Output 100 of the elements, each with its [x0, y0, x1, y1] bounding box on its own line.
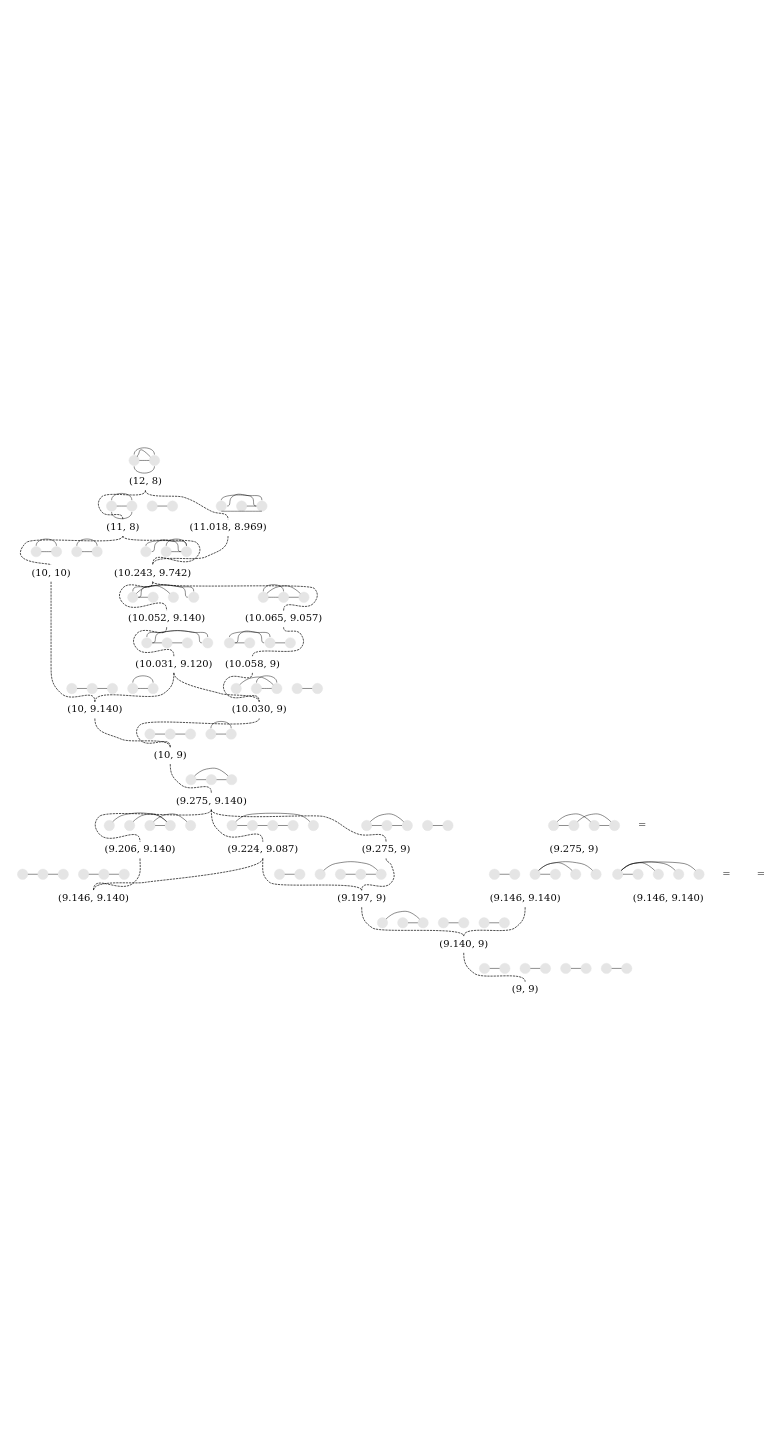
connector — [538, 861, 593, 871]
connector — [111, 511, 133, 519]
node-circle — [247, 820, 258, 831]
node-circle — [147, 591, 159, 603]
node-circle — [57, 868, 69, 880]
connector — [165, 538, 187, 546]
connector — [132, 584, 194, 592]
node-circle — [205, 774, 217, 786]
connector — [621, 861, 676, 871]
node-circle — [287, 820, 299, 831]
connector — [226, 493, 257, 507]
node-circle — [144, 728, 156, 740]
connector — [463, 906, 526, 937]
node-circle — [126, 500, 138, 512]
connector — [76, 538, 98, 546]
node-circle — [215, 500, 227, 512]
node-circle — [185, 820, 196, 831]
node-circle — [226, 774, 238, 786]
connector — [145, 490, 229, 520]
node-text: (11.018, 8.969) — [189, 521, 267, 533]
node-circle — [140, 546, 152, 558]
node-text: (9.197, 9) — [337, 892, 387, 904]
node-circle — [106, 500, 117, 512]
node-text: (10.052, 9.140) — [128, 612, 206, 624]
connector — [146, 630, 208, 638]
connector — [361, 858, 395, 891]
node-text: (9.224, 9.087) — [227, 843, 299, 855]
node-text: (9.146, 9.140) — [58, 892, 129, 904]
node-circle — [37, 868, 49, 880]
node-circle — [51, 546, 62, 558]
node-text: (10.031, 9.120) — [135, 657, 213, 669]
node-circle — [568, 820, 580, 831]
connector — [138, 584, 189, 598]
node-circle — [458, 917, 470, 929]
node-circle — [588, 820, 600, 831]
connector — [621, 861, 696, 871]
connector — [93, 858, 264, 891]
connector — [223, 672, 260, 703]
node-circle — [529, 868, 541, 880]
connector — [266, 585, 301, 594]
node-circle — [226, 820, 238, 831]
node-circle — [164, 728, 176, 740]
node-circle — [230, 683, 242, 694]
connector — [50, 581, 96, 703]
node-text: (10.058, 9) — [224, 657, 280, 669]
connector — [263, 584, 284, 592]
connector — [98, 490, 146, 520]
node-text: (11, 8) — [106, 521, 140, 533]
node-text: (9.140, 9) — [439, 937, 489, 949]
node-circle — [375, 868, 387, 880]
node-circle — [401, 820, 413, 831]
node-circle — [489, 868, 500, 880]
node-circle — [335, 868, 346, 880]
node-circle — [118, 868, 130, 880]
node-circle — [164, 820, 176, 831]
connector — [151, 539, 181, 552]
node-circle — [550, 868, 561, 880]
node-text: (9.146, 9.140) — [489, 892, 561, 904]
node-circle — [182, 637, 193, 649]
node-circle — [693, 868, 705, 880]
connector — [210, 721, 232, 729]
node-circle — [86, 683, 98, 694]
node-circle — [98, 868, 110, 880]
connector — [153, 813, 188, 822]
node-circle — [381, 820, 393, 831]
connector — [173, 672, 260, 703]
node-circle — [141, 637, 153, 649]
node-circle — [71, 546, 83, 558]
connector — [93, 858, 141, 891]
node-circle — [271, 683, 283, 694]
connector — [235, 813, 311, 822]
connector — [136, 585, 171, 594]
node-circle — [312, 683, 323, 694]
node-circle — [127, 591, 139, 603]
node-circle — [632, 868, 644, 880]
node-text: (10, 9) — [153, 749, 187, 761]
connector — [145, 540, 187, 546]
node-circle — [144, 820, 156, 831]
connector — [211, 809, 387, 843]
connector — [152, 581, 318, 611]
node-circle — [168, 591, 179, 603]
connector — [221, 494, 263, 501]
node-circle — [580, 962, 592, 974]
node-text: (10, 9.140) — [67, 703, 123, 715]
node-text: (9.275, 9.140) — [175, 794, 247, 806]
node-text: (9.275, 9) — [361, 843, 411, 855]
node-circle — [548, 820, 559, 831]
connector — [94, 672, 175, 703]
node-text: (9.275, 9) — [549, 843, 599, 855]
node-circle — [509, 868, 521, 880]
node-circle — [236, 500, 247, 512]
connector — [132, 813, 167, 822]
node-circle — [91, 546, 103, 558]
node-circle — [188, 591, 200, 603]
node-circle — [205, 728, 217, 740]
node-circle — [244, 637, 256, 649]
connector — [538, 862, 573, 871]
node-circle — [185, 728, 196, 740]
node-circle — [127, 683, 139, 694]
label: = — [756, 867, 765, 879]
